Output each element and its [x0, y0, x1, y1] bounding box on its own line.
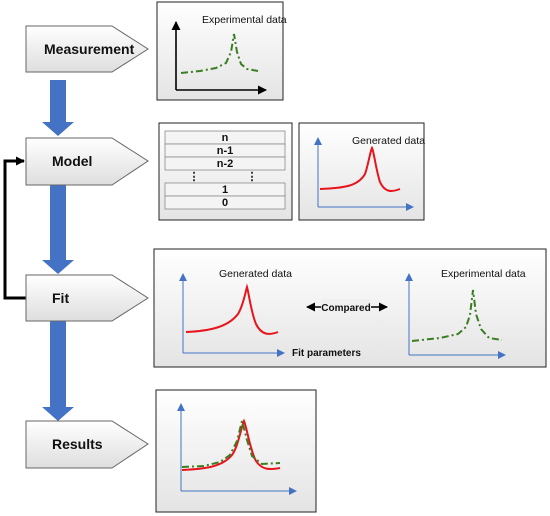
experimental-curve [180, 33, 259, 74]
step-fit-shape [25, 274, 149, 322]
flow-arrow-model-to-fit [42, 183, 74, 274]
generated-curve [319, 145, 401, 192]
step-measurement-label: Measurement [44, 41, 135, 57]
results-panel-frame [155, 389, 317, 513]
layer-label: n [222, 132, 229, 144]
flow-arrow-measurement-to-model [42, 80, 74, 136]
step-measurement-shape [25, 25, 149, 73]
model-generated-panel: Generated data [298, 122, 425, 221]
layer-ellipsis-left: ⋮ [189, 171, 200, 183]
flow-arrow-fit-to-results [42, 318, 74, 421]
experimental-curve [411, 289, 503, 342]
measurement-panel-frame [156, 1, 284, 101]
experimental-curve [181, 420, 281, 468]
flow-arrows [42, 80, 74, 421]
results-panel [155, 389, 317, 513]
fit-comparison-panel: Generated data Compared Fit parameters E… [153, 248, 547, 368]
step-model: Model [25, 137, 149, 186]
layer-label: 0 [222, 197, 228, 209]
step-fit-label: Fit [52, 290, 69, 306]
step-results-shape [25, 420, 149, 469]
layer-ellipsis-right: ⋮ [247, 171, 258, 183]
model-generated-title: Generated data [352, 135, 425, 147]
generated-curve [181, 418, 281, 471]
step-measurement: Measurement [25, 25, 149, 73]
compared-label: Compared [321, 303, 370, 314]
fit-parameters-label: Fit parameters [292, 348, 361, 359]
fit-generated-title: Generated data [219, 268, 292, 280]
model-generated-panel-frame [298, 122, 425, 221]
layer-label: 1 [222, 184, 228, 196]
measurement-panel-title: Experimental data [202, 14, 287, 26]
fit-experimental-title: Experimental data [441, 268, 526, 280]
feedback-arrow [3, 156, 26, 300]
model-layer-stack: n n-1 n-2 ⋮ ⋮ 1 0 [158, 122, 293, 221]
generated-curve [185, 283, 279, 335]
compared-label-background [321, 299, 371, 314]
layer-label: n-2 [217, 158, 234, 170]
step-fit: Fit [25, 274, 149, 322]
layer-label: n-1 [217, 145, 234, 157]
layer-row [164, 195, 286, 210]
step-results-label: Results [52, 436, 103, 452]
layer-row [164, 156, 286, 171]
step-results: Results [25, 420, 149, 469]
step-model-shape [25, 137, 149, 186]
step-model-label: Model [52, 153, 92, 169]
measurement-panel: Experimental data [156, 1, 287, 101]
